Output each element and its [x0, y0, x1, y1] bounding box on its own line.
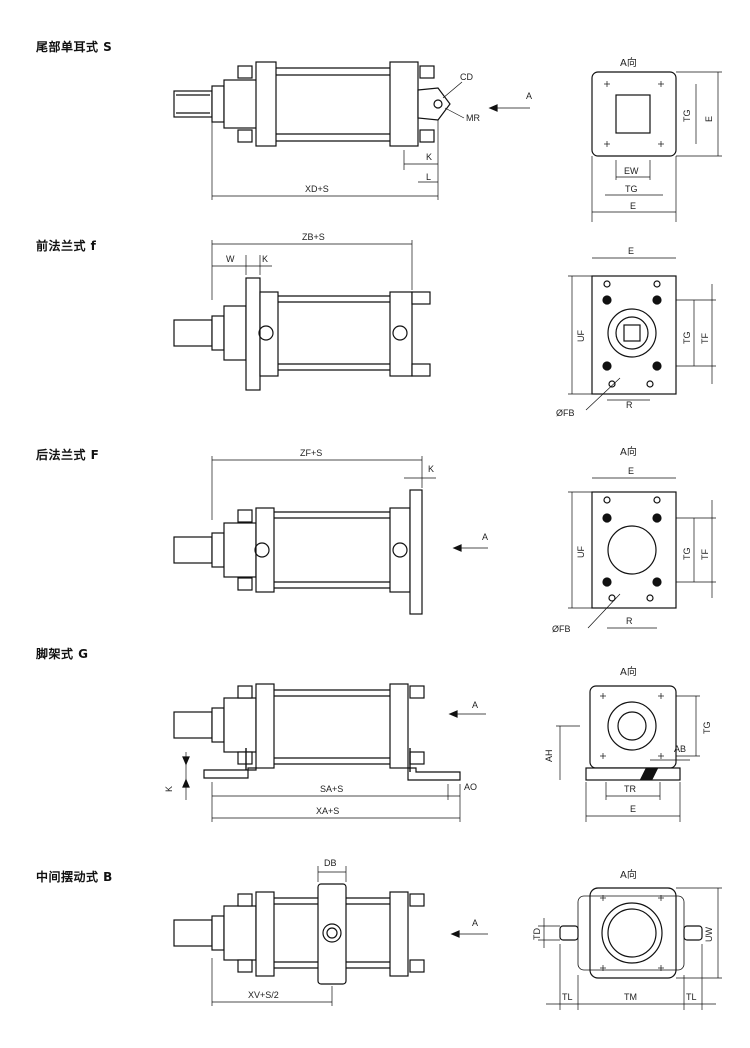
view-label-ew: EW [624, 166, 639, 176]
view-label-uf-f: UF [576, 330, 586, 342]
label-ao: AO [464, 782, 477, 792]
drawing-f-front-side [173, 240, 431, 391]
drawing-b-view [538, 887, 722, 1010]
view-label-tl-left: TL [562, 992, 573, 1002]
view-label-tg-g: TG [702, 722, 712, 735]
label-a-g: A [472, 700, 478, 710]
view-label-tg-ff: TG [682, 548, 692, 561]
drawing-b-side [173, 866, 488, 1006]
view-label-tf-f: TF [700, 333, 710, 344]
label-mr: MR [466, 113, 480, 123]
label-w: W [226, 254, 235, 264]
view-label-ah: AH [544, 749, 554, 762]
view-label-uf-ff: UF [576, 546, 586, 558]
view-label-fb-f: ØFB [556, 408, 575, 418]
view-title-b: A向 [620, 868, 637, 881]
view-label-tg: TG [682, 110, 692, 123]
view-label-fb-ff: ØFB [552, 624, 571, 634]
view-label-tg-f: TG [682, 332, 692, 345]
label-a-ff: A [482, 532, 488, 542]
view-title-g: A向 [620, 665, 637, 678]
label-a-b: A [472, 918, 478, 928]
view-label-td: TD [532, 928, 542, 940]
label-db: DB [324, 858, 337, 868]
view-title-ff: A向 [620, 445, 637, 458]
view-label-e-h: E [630, 201, 636, 211]
label-zf-s: ZF+S [300, 448, 322, 458]
section-title-f-rear: 后法兰式 F [36, 448, 100, 462]
label-cd: CD [460, 72, 473, 82]
label-xv-s2: XV+S/2 [248, 990, 279, 1000]
drawing-g-view [556, 685, 700, 822]
drawing-s-view [591, 71, 722, 222]
label-sa-s: SA+S [320, 784, 343, 794]
view-label-tf-ff: TF [700, 549, 710, 560]
label-xa-s: XA+S [316, 806, 339, 816]
view-label-tl-right: TL [686, 992, 697, 1002]
section-title-s: 尾部单耳式 S [36, 40, 113, 54]
view-label-tg-h: TG [625, 184, 638, 194]
label-k-ff: K [428, 464, 434, 474]
view-label-e: E [704, 116, 714, 122]
drawing-f-front-view [568, 257, 716, 411]
view-label-e-ff: E [628, 466, 634, 476]
drawing-f-rear-view [568, 477, 716, 629]
section-title-b: 中间摆动式 B [36, 870, 113, 884]
view-label-tm: TM [624, 992, 637, 1002]
view-label-r-f: R [626, 400, 633, 410]
label-l: L [426, 172, 431, 182]
view-label-tr: TR [624, 784, 636, 794]
label-k-g: K [164, 786, 174, 792]
view-label-ab: AB [674, 744, 686, 754]
label-k-f: K [262, 254, 268, 264]
view-label-e-f: E [628, 246, 634, 256]
drawing-s-side [173, 61, 530, 200]
section-title-g: 脚架式 G [36, 647, 89, 661]
label-a: A [526, 91, 532, 101]
section-title-f-front: 前法兰式 f [36, 239, 97, 253]
view-label-e-g: E [630, 804, 636, 814]
drawing-f-rear-side [173, 456, 488, 615]
view-label-uw: UW [704, 927, 714, 942]
view-title-s: A向 [620, 56, 637, 69]
label-xd-s: XD+S [305, 184, 329, 194]
label-zb-s: ZB+S [302, 232, 325, 242]
view-label-r-ff: R [626, 616, 633, 626]
label-k: K [426, 152, 432, 162]
drawing-g-side [173, 683, 486, 822]
